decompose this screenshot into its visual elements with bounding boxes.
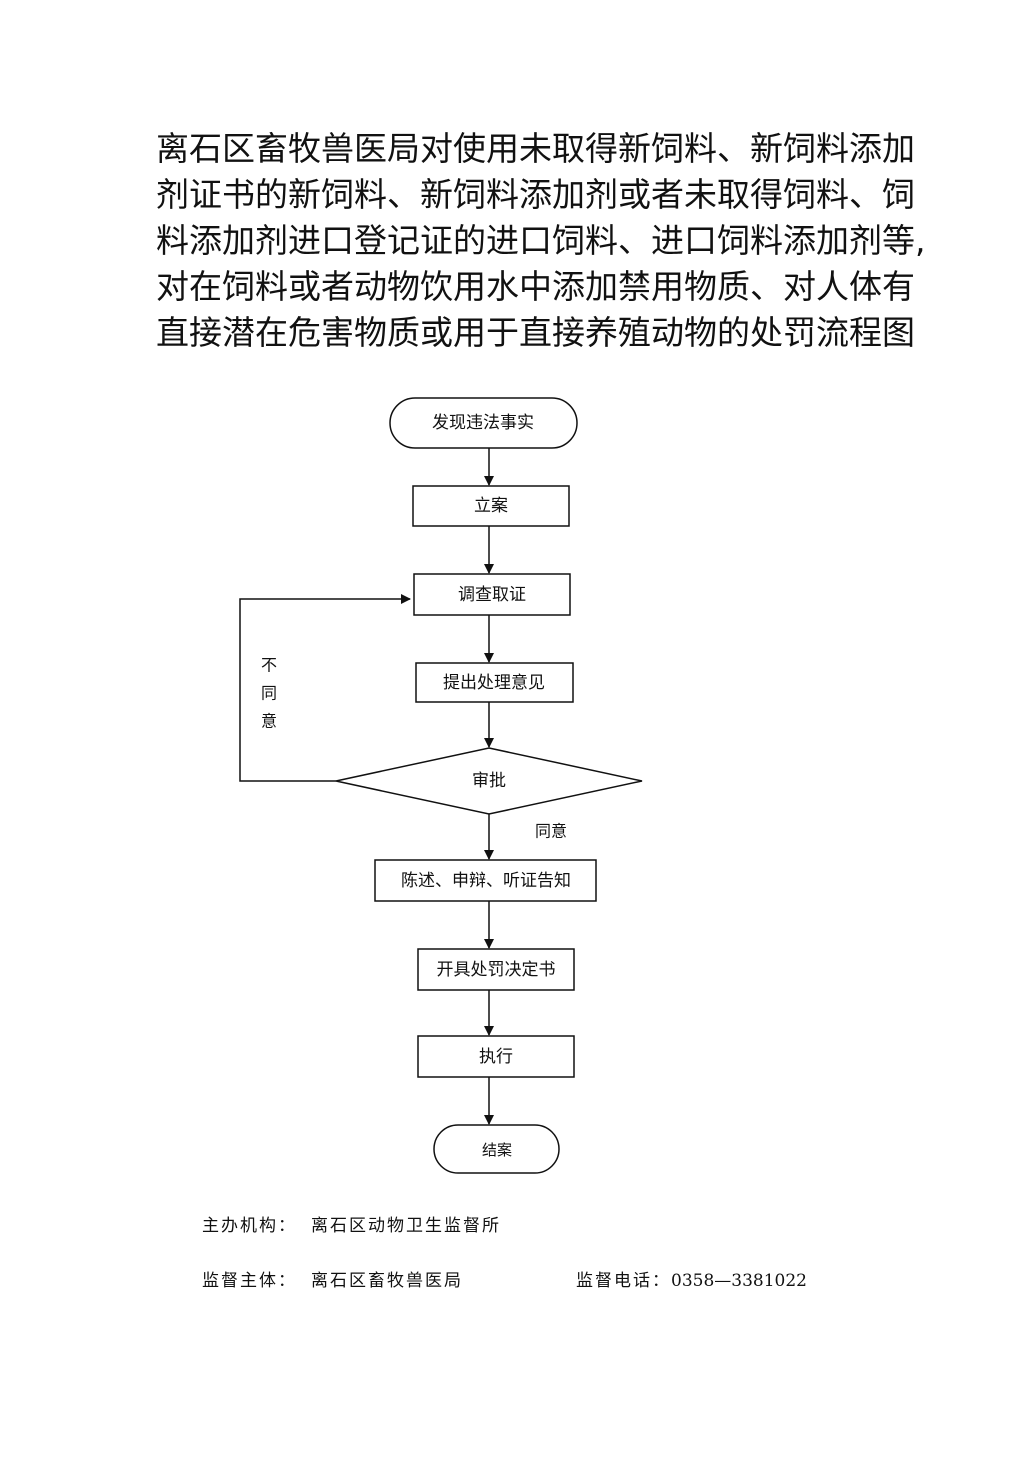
node-end: 结案 (433, 1124, 560, 1174)
footer-supervisor: 监督主体： 离石区畜牧兽医局 (202, 1266, 463, 1291)
node-decision-label: 开具处罚决定书 (437, 960, 556, 980)
title-line-1: 离石区畜牧兽医局对使用未取得新饲料、新饲料添加 (156, 129, 915, 168)
label-disagree-2: 同 (261, 684, 277, 703)
node-approval-label: 审批 (472, 771, 506, 791)
node-proposal: 提出处理意见 (415, 662, 574, 703)
node-execute: 执行 (417, 1035, 575, 1078)
node-start: 发现违法事实 (389, 397, 578, 449)
title-line-5: 直接潜在危害物质或用于直接养殖动物的处罚流程图 (156, 313, 915, 352)
node-notice: 陈述、申辩、听证告知 (374, 859, 597, 902)
footer-phone-label: 监督电话： (576, 1271, 671, 1291)
footer-phone-value: 0358—3381022 (671, 1271, 807, 1291)
title-line-3: 料添加剂进口登记证的进口饲料、进口饲料添加剂等, (156, 221, 926, 260)
arrow-approval-disagree-loop (239, 594, 411, 782)
node-notice-label: 陈述、申辩、听证告知 (401, 871, 571, 891)
title-line-2: 剂证书的新饲料、新饲料添加剂或者未取得饲料、饲 (156, 175, 915, 214)
label-agree: 同意 (535, 822, 567, 841)
footer-host-label: 主办机构： (202, 1216, 297, 1236)
node-end-label: 结案 (482, 1141, 512, 1159)
footer-supervisor-label: 监督主体： (202, 1271, 297, 1291)
footer-host: 主办机构： 离石区动物卫生监督所 (202, 1211, 501, 1236)
node-decision: 开具处罚决定书 (417, 948, 575, 991)
title-line-4: 对在饲料或者动物饮用水中添加禁用物质、对人体有 (156, 267, 915, 306)
footer-host-value: 离石区动物卫生监督所 (311, 1216, 501, 1236)
label-disagree-3: 意 (261, 712, 277, 731)
node-filing-label: 立案 (474, 496, 508, 516)
footer-supervisor-value: 离石区畜牧兽医局 (311, 1271, 463, 1291)
page-title: 离石区畜牧兽医局对使用未取得新饲料、新饲料添加 剂证书的新饲料、新饲料添加剂或者… (156, 126, 926, 356)
label-disagree-1: 不 (261, 656, 277, 675)
node-investigation: 调查取证 (413, 573, 571, 616)
node-proposal-label: 提出处理意见 (443, 673, 545, 693)
node-execute-label: 执行 (479, 1047, 513, 1067)
node-investigation-label: 调查取证 (458, 585, 526, 605)
node-approval: 审批 (335, 747, 643, 815)
node-start-label: 发现违法事实 (432, 413, 534, 433)
node-filing: 立案 (412, 485, 570, 527)
footer-phone: 监督电话：0358—3381022 (576, 1266, 807, 1291)
